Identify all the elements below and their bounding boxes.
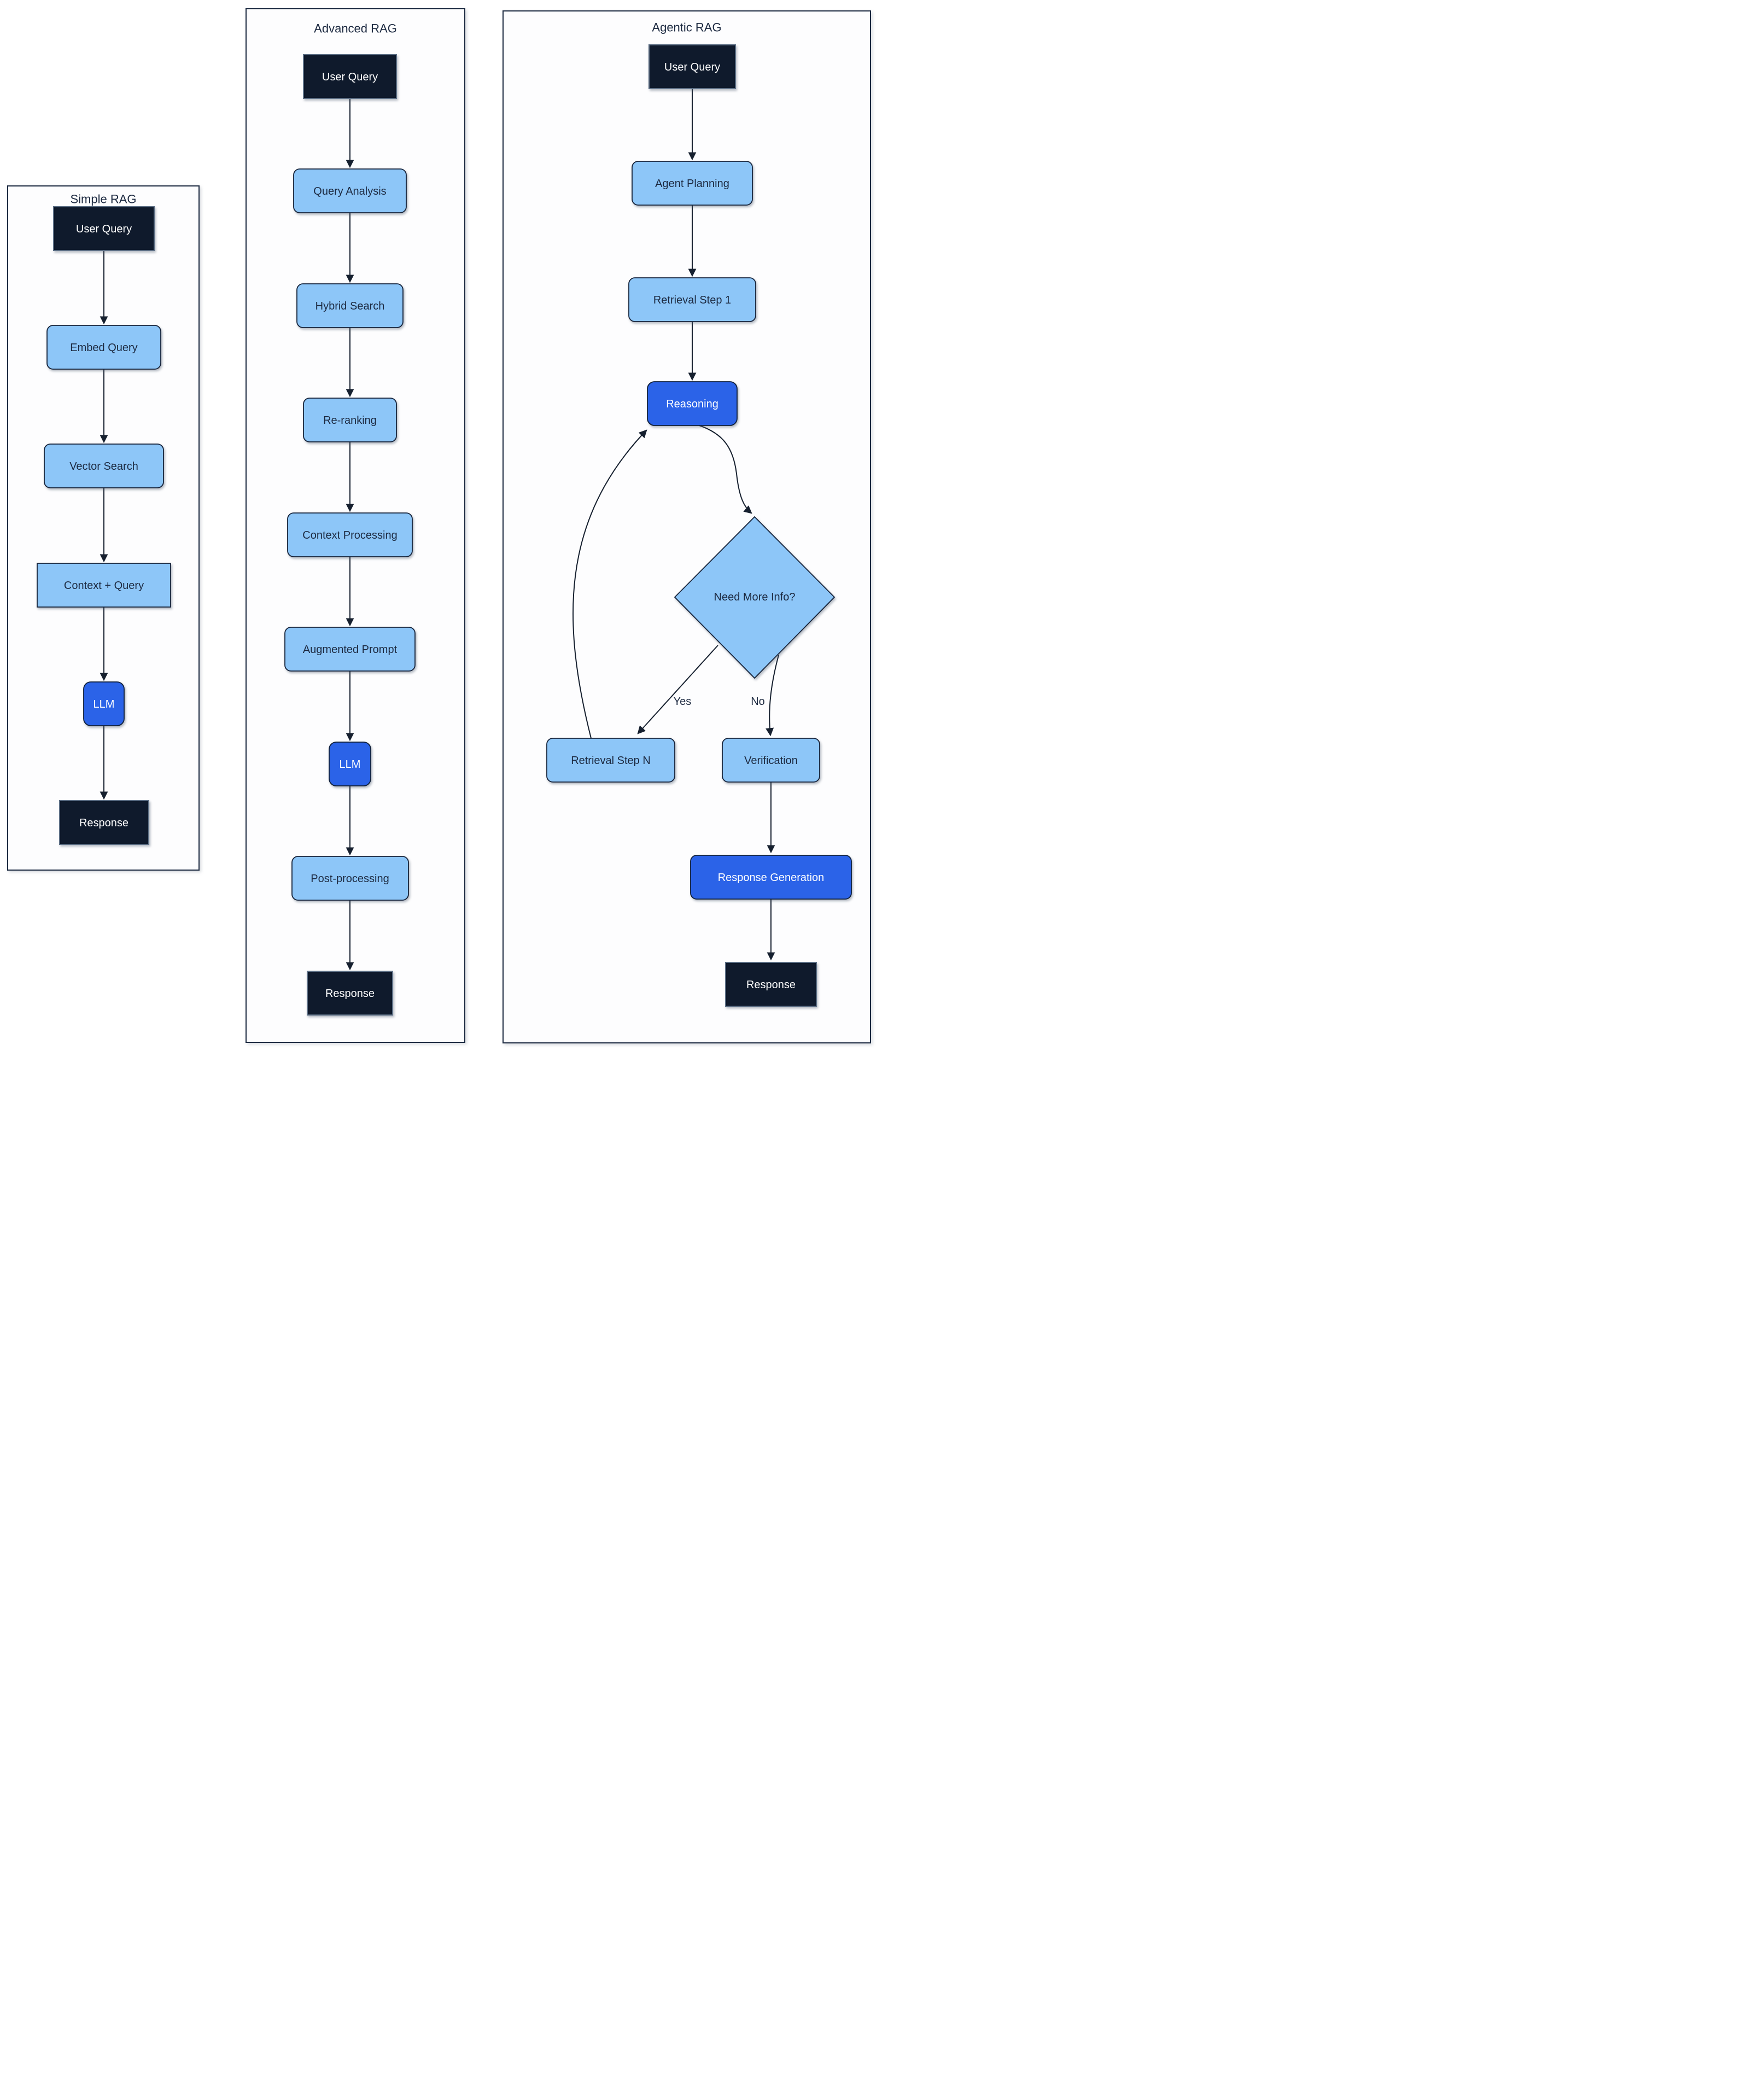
node-simple-response: Response: [59, 800, 149, 845]
edge-agentic-no-verification: [766, 655, 779, 737]
node-advanced-context-processing: Context Processing: [287, 512, 413, 557]
node-simple-user-query: User Query: [53, 206, 155, 251]
node-simple-llm: LLM: [83, 681, 125, 726]
node-simple-vector-search: Vector Search: [44, 444, 164, 488]
node-advanced-user-query: User Query: [303, 54, 397, 99]
panel-title-agentic-rag: Agentic RAG: [652, 21, 721, 34]
node-agentic-retrieval-step-n: Retrieval Step N: [546, 738, 675, 783]
edge-agentic-yes-retrievalstepn: [637, 645, 718, 734]
node-agentic-agent-planning: Agent Planning: [632, 161, 753, 206]
flowchart-svg: Simple RAG Advanced RAG Agentic RAG Yes …: [7, 8, 871, 1043]
node-advanced-augmented-prompt: Augmented Prompt: [284, 627, 416, 672]
node-advanced-llm: LLM: [329, 742, 371, 786]
node-agentic-user-query: User Query: [648, 44, 736, 89]
node-advanced-hybrid-search: Hybrid Search: [296, 283, 404, 328]
node-advanced-re-ranking: Re-ranking: [303, 398, 397, 442]
node-agentic-retrieval-step-1: Retrieval Step 1: [628, 277, 756, 322]
node-advanced-post-processing: Post-processing: [291, 856, 409, 901]
node-simple-context-query: Context + Query: [37, 563, 171, 608]
node-advanced-response: Response: [307, 971, 393, 1016]
edge-label-no: No: [751, 696, 765, 708]
rag-flowchart: Simple RAG Advanced RAG Agentic RAG Yes …: [0, 0, 877, 1050]
node-agentic-verification: Verification: [722, 738, 820, 783]
node-agentic-response-generation: Response Generation: [690, 855, 852, 900]
edge-agentic-reasoning-needmoreinfo: [699, 425, 752, 514]
edge-label-yes: Yes: [674, 696, 692, 708]
node-simple-embed-query: Embed Query: [46, 325, 161, 370]
node-agentic-response: Response: [725, 962, 817, 1007]
panel-title-advanced-rag: Advanced RAG: [314, 22, 397, 36]
panel-title-simple-rag: Simple RAG: [70, 192, 136, 206]
node-agentic-reasoning: Reasoning: [647, 381, 738, 426]
edge-agentic-retrievalstepn-reasoning-loop: [572, 429, 647, 739]
node-advanced-query-analysis: Query Analysis: [293, 168, 407, 213]
